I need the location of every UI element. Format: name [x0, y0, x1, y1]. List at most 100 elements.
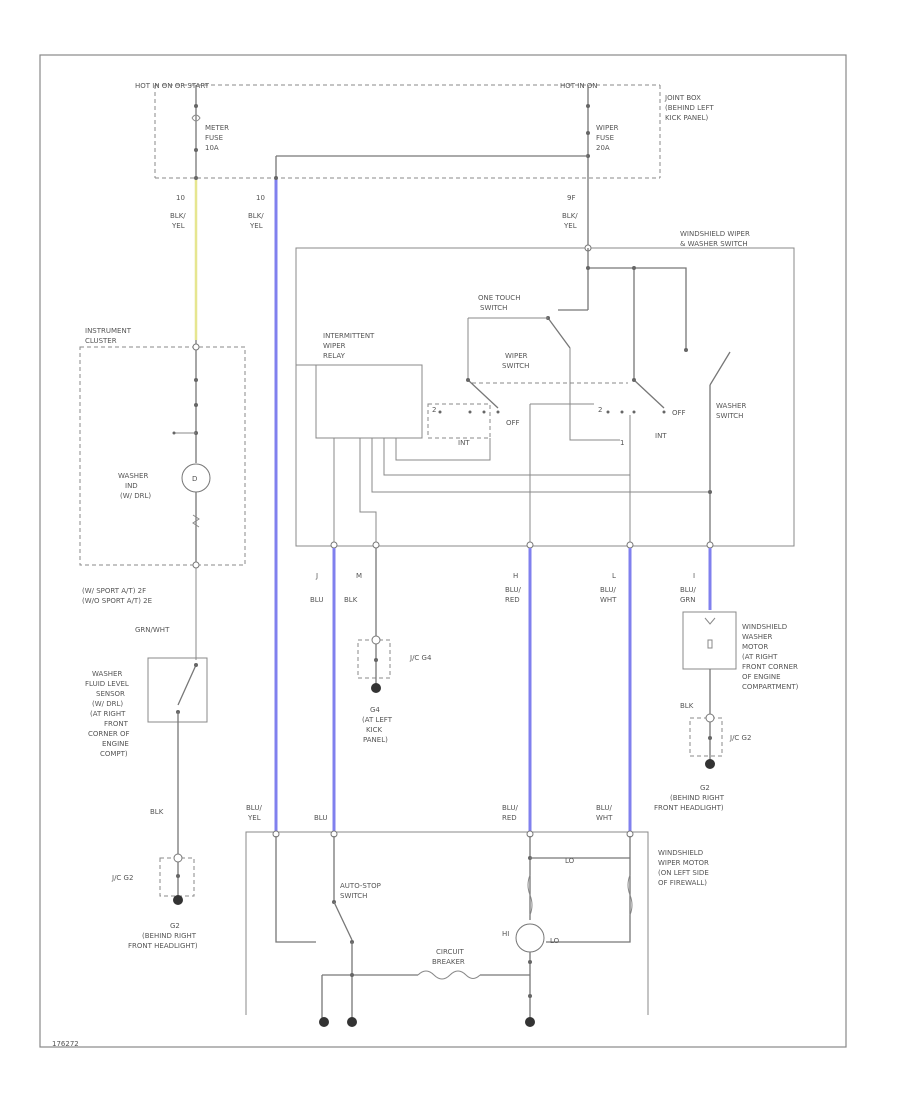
- fluid-sensor-9: COMPT): [100, 750, 128, 758]
- wiper-washer-switch: WINDSHIELD WIPER & WASHER SWITCH ONE TOU…: [295, 230, 795, 549]
- sw-pos-one: 1: [620, 439, 624, 447]
- relay-label-1: INTERMITTENT: [323, 332, 375, 340]
- bot-blu-yel-2: YEL: [247, 814, 261, 822]
- wiper-fuse: WIPER FUSE 20A: [586, 85, 619, 178]
- cluster-label-1: INSTRUMENT: [85, 327, 132, 335]
- fluid-sensor-2: FLUID LEVEL: [85, 680, 129, 688]
- sport-note-1: (W/ SPORT A/T) 2F: [82, 587, 146, 595]
- meter-fuse-label-2: FUSE: [205, 134, 223, 142]
- fluid-sensor-5: (AT RIGHT: [90, 710, 126, 718]
- sw-pos-left: 2: [432, 406, 436, 414]
- bot-blu: BLU: [314, 814, 327, 822]
- wiper-fuse-label-2: FUSE: [596, 134, 614, 142]
- conn-h: H: [513, 572, 518, 580]
- wire-j: BLU: [310, 596, 323, 604]
- pin-mid: 10: [256, 194, 265, 202]
- conn-i: I: [693, 572, 695, 580]
- bot-blu-wht-2: WHT: [596, 814, 613, 822]
- power-left-label: HOT IN ON OR START: [135, 82, 210, 90]
- wiper-motor-2: WIPER MOTOR: [658, 859, 709, 867]
- fluid-sensor-4: (W/ DRL): [92, 700, 123, 708]
- bot-blu-yel-1: BLU/: [246, 804, 262, 812]
- relay-label-3: RELAY: [323, 352, 346, 360]
- wire-m: BLK: [344, 596, 358, 604]
- auto-stop-2: SWITCH: [340, 892, 367, 900]
- wiper-fuse-label-1: WIPER: [596, 124, 619, 132]
- wiper-motor-1: WINDSHIELD: [658, 849, 703, 857]
- joint-box-label-2: (BEHIND LEFT: [665, 104, 714, 112]
- bot-blu-red-1: BLU/: [502, 804, 518, 812]
- int-right: INT: [655, 432, 667, 440]
- auto-stop-1: AUTO-STOP: [340, 882, 381, 890]
- fluid-sensor-1: WASHER: [92, 670, 122, 678]
- pin-left: 10: [176, 194, 185, 202]
- wire-l-2: WHT: [600, 596, 617, 604]
- ws-switch-label-1: WINDSHIELD WIPER: [680, 230, 750, 238]
- conn-l: L: [612, 572, 616, 580]
- g4-label-4: PANEL): [363, 736, 388, 744]
- g2-left-1: G2: [170, 922, 180, 930]
- g2-left-2: (BEHIND RIGHT: [142, 932, 197, 940]
- wiper-sw-1: WIPER: [505, 352, 528, 360]
- mid-blue-wire: 10 BLK/ YEL: [248, 176, 278, 832]
- washer-sw-1: WASHER: [716, 402, 746, 410]
- off-right: OFF: [672, 409, 686, 417]
- off-left: OFF: [506, 419, 520, 427]
- ws-switch-label-2: & WASHER SWITCH: [680, 240, 748, 248]
- diagram-border: [39, 54, 847, 1048]
- washer-motor-5: FRONT CORNER: [742, 663, 798, 671]
- lo-tag: LO: [565, 857, 575, 865]
- right-wire-1: BLK/: [562, 212, 578, 220]
- wiper-fuse-label-3: 20A: [596, 144, 610, 152]
- wiper-sw-2: SWITCH: [502, 362, 529, 370]
- footer-id: 176272: [52, 1040, 79, 1048]
- joint-box-label-1: JOINT BOX: [664, 94, 701, 102]
- cluster-label-2: CLUSTER: [85, 337, 117, 345]
- washer-motor-blk: BLK: [680, 702, 694, 710]
- left-wire-2: YEL: [171, 222, 185, 230]
- right-wire-2: YEL: [563, 222, 577, 230]
- washer-fluid-sensor: (W/ SPORT A/T) 2F (W/O SPORT A/T) 2E GRN…: [82, 568, 208, 950]
- washer-motor-2: WASHER: [742, 633, 772, 641]
- one-touch-1: ONE TOUCH: [478, 294, 520, 302]
- pin-right: 9F: [567, 194, 575, 202]
- mid-wire-2: YEL: [249, 222, 263, 230]
- g4-label-3: KICK: [366, 726, 383, 734]
- jc-g4-ground: J/C G4 G4 (AT LEFT KICK PANEL): [357, 635, 432, 744]
- int-left: INT: [458, 439, 470, 447]
- fluid-sensor-6: FRONT: [104, 720, 129, 728]
- wiper-motor-4: OF FIREWALL): [658, 879, 707, 887]
- windshield-washer-motor: WINDSHIELD WASHER MOTOR (AT RIGHT FRONT …: [654, 611, 799, 812]
- bot-blu-red-2: RED: [502, 814, 517, 822]
- g2-right-3: FRONT HEADLIGHT): [654, 804, 724, 812]
- washer-ind-1: WASHER: [118, 472, 148, 480]
- fluid-sensor-8: ENGINE: [102, 740, 129, 748]
- g2-right-2: (BEHIND RIGHT: [670, 794, 725, 802]
- wire-i-2: GRN: [680, 596, 696, 604]
- washer-ind-3: (W/ DRL): [120, 492, 151, 500]
- motor-hi: HI: [502, 930, 509, 938]
- fluid-sensor-blk: BLK: [150, 808, 164, 816]
- jc-g2-right: J/C G2: [729, 734, 751, 742]
- relay-label-2: WIPER: [323, 342, 346, 350]
- joint-box-label-3: KICK PANEL): [665, 114, 708, 122]
- one-touch-2: SWITCH: [480, 304, 507, 312]
- grn-wht-label: GRN/WHT: [135, 626, 170, 634]
- breaker-2: BREAKER: [432, 958, 465, 966]
- sport-note-2: (W/O SPORT A/T) 2E: [82, 597, 152, 605]
- wire-h-1: BLU/: [505, 586, 521, 594]
- power-right-label: HOT IN ON: [560, 82, 598, 90]
- washer-motor-7: COMPARTMENT): [742, 683, 799, 691]
- wire-l-1: BLU/: [600, 586, 616, 594]
- washer-motor-3: MOTOR: [742, 643, 768, 651]
- washer-motor-4: (AT RIGHT: [742, 653, 778, 661]
- conn-j: J: [315, 572, 318, 580]
- meter-fuse-label-1: METER: [205, 124, 229, 132]
- jc-g4-label: J/C G4: [409, 654, 432, 662]
- instrument-cluster: INSTRUMENT CLUSTER D WASHER IND (W/ DRL): [79, 327, 246, 569]
- washer-sw-2: SWITCH: [716, 412, 743, 420]
- meter-fuse-label-3: 10A: [205, 144, 219, 152]
- joint-box: HOT IN ON OR START HOT IN ON JOINT BOX (…: [135, 82, 714, 179]
- wire-i-1: BLU/: [680, 586, 696, 594]
